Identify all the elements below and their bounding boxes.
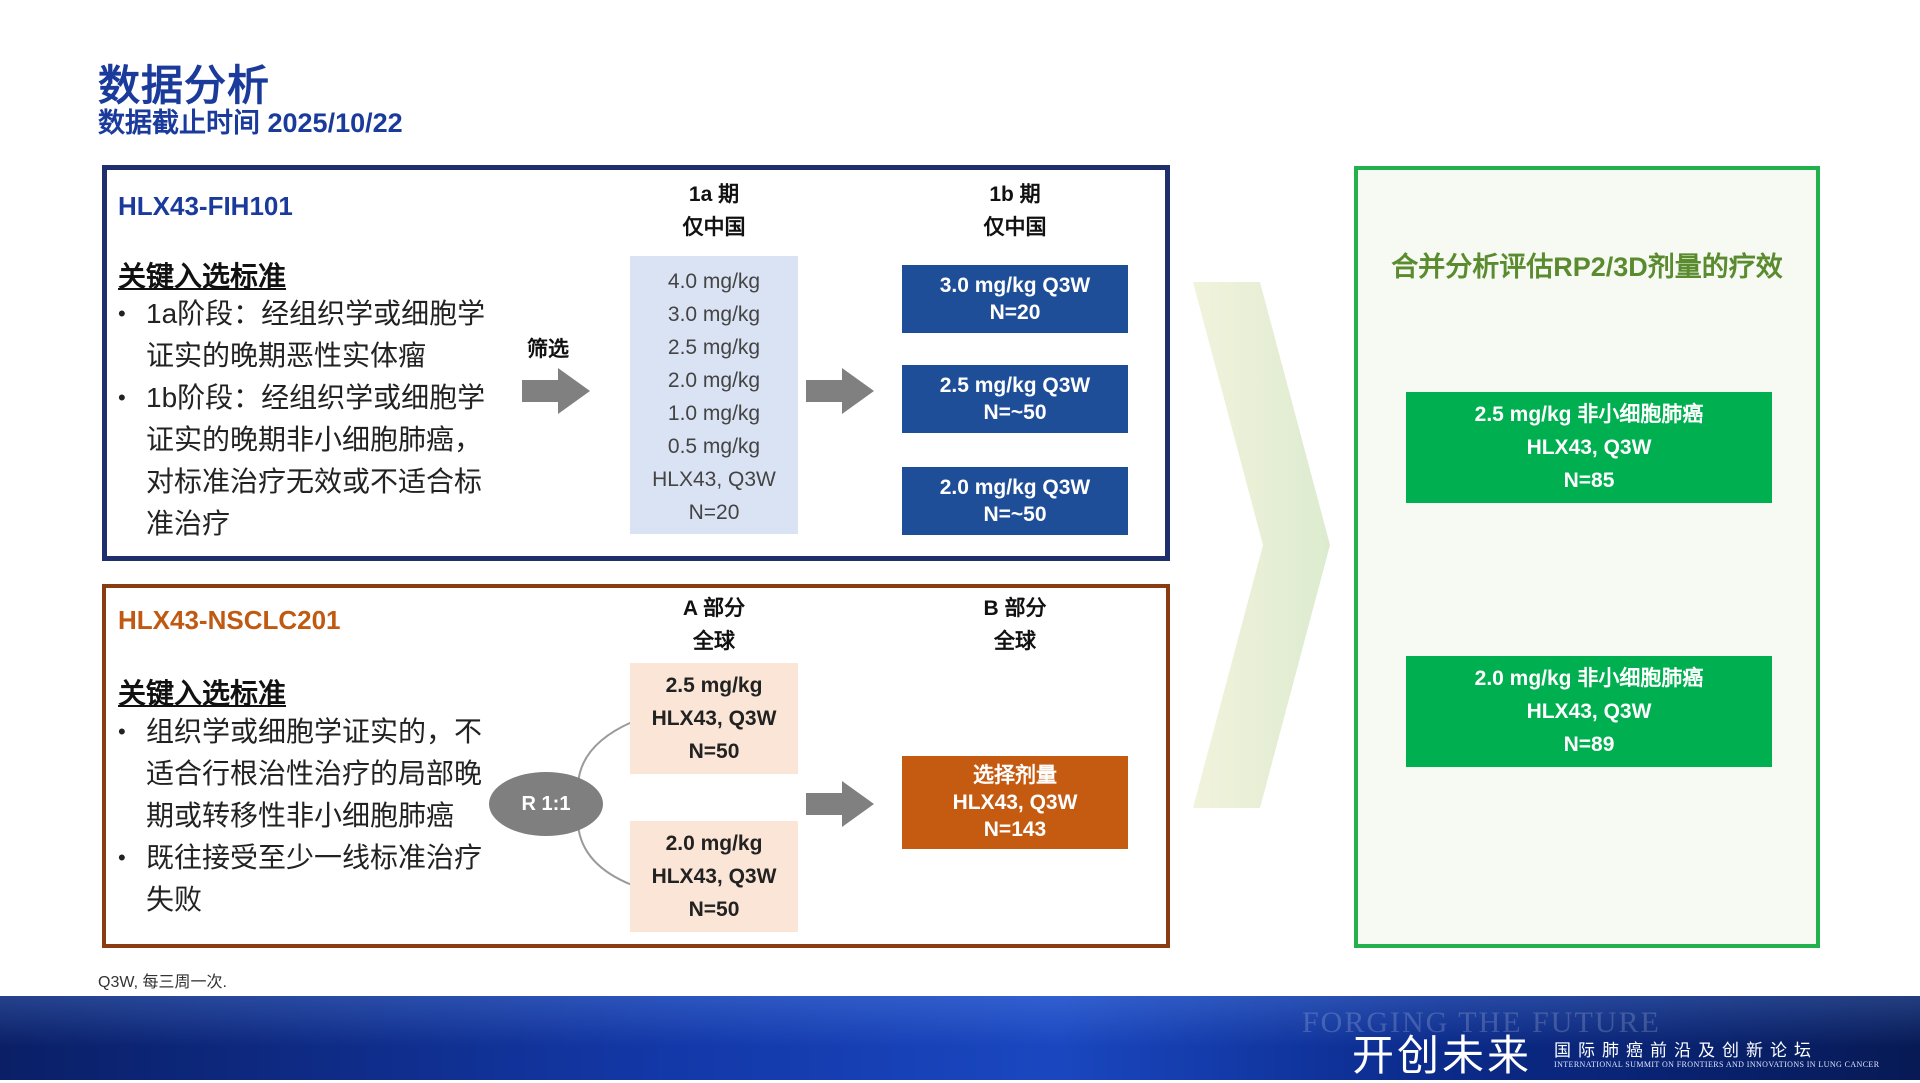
study-fih101-name: HLX43-FIH101 — [118, 191, 293, 221]
screening-arrow-icon — [522, 368, 590, 414]
part-a-arm-card: 2.0 mg/kg HLX43, Q3W N=50 — [630, 821, 798, 932]
footer-banner — [0, 996, 1920, 1080]
arm-dose: 2.5 mg/kg — [665, 674, 763, 697]
study-nsclc201-name: HLX43-NSCLC201 — [118, 605, 341, 635]
page-title: 数据分析 — [98, 62, 271, 109]
escalation-to-expansion-arrow-icon — [806, 368, 874, 414]
dose-escalation-stack: 4.0 mg/kg 3.0 mg/kg 2.5 mg/kg 2.0 mg/kg … — [630, 256, 798, 534]
pooled-cohort-n: N=85 — [1563, 469, 1615, 492]
cohort-n: N=20 — [989, 301, 1041, 324]
data-cutoff-subtitle: 数据截止时间 2025/10/22 — [98, 108, 403, 138]
banner-ghost-text: FORGING THE FUTURE — [1302, 1006, 1661, 1039]
pooled-cohort-card: 2.5 mg/kg 非小细胞肺癌 HLX43, Q3W N=85 — [1406, 392, 1772, 503]
screening-label: 筛选 — [527, 338, 569, 361]
banner-en-subtitle: INTERNATIONAL SUMMIT ON FRONTIERS AND IN… — [1554, 1060, 1880, 1069]
arm-n: N=50 — [688, 740, 740, 763]
pooled-analysis-title: 合并分析评估RP2/3D剂量的疗效 — [1391, 252, 1783, 282]
selected-dose-drug: HLX43, Q3W — [952, 791, 1078, 814]
part-b-region: 全球 — [994, 630, 1036, 653]
banner-cn-subtitle: 国际肺癌前沿及创新论坛 — [1554, 1041, 1818, 1060]
fih101-criterion: 1a阶段：经组织学或细胞学证实的晚期恶性实体瘤 — [118, 293, 494, 377]
part-a-region: 全球 — [693, 630, 735, 653]
pooled-cohort-n: N=89 — [1563, 733, 1615, 756]
dose-regimen: HLX43, Q3W — [652, 468, 776, 491]
dose-level: 1.0 mg/kg — [667, 402, 761, 425]
part-a-to-b-arrow-icon — [806, 781, 874, 827]
footnote: Q3W, 每三周一次. — [98, 974, 227, 991]
nsclc201-criterion: 组织学或细胞学证实的，不适合行根治性治疗的局部晚期或转移性非小细胞肺癌 — [118, 711, 494, 837]
cohort-n: N=~50 — [983, 503, 1047, 526]
pooled-cohort-dose: 2.0 mg/kg 非小细胞肺癌 — [1474, 667, 1704, 690]
pooled-cohort-drug: HLX43, Q3W — [1526, 436, 1652, 459]
dose-level: 3.0 mg/kg — [667, 303, 761, 326]
part-a-heading: A 部分 全球 — [630, 592, 798, 658]
selected-dose-n: N=143 — [983, 818, 1047, 841]
arm-n: N=50 — [688, 898, 740, 921]
pooling-chevron-icon — [1193, 282, 1330, 808]
nsclc201-criteria-list: 组织学或细胞学证实的，不适合行根治性治疗的局部晚期或转移性非小细胞肺癌 既往接受… — [118, 711, 494, 921]
cohort-dose: 2.0 mg/kg Q3W — [939, 476, 1091, 499]
expansion-cohort-card: 2.5 mg/kg Q3W N=~50 — [902, 365, 1128, 433]
part-b-heading: B 部分 全球 — [902, 592, 1128, 658]
nsclc201-criteria-heading: 关键入选标准 — [118, 678, 287, 709]
fih101-criteria-heading: 关键入选标准 — [118, 261, 287, 292]
part-b-label: B 部分 — [983, 597, 1047, 620]
arm-drug: HLX43, Q3W — [651, 707, 777, 730]
dose-level: 4.0 mg/kg — [667, 270, 761, 293]
phase-1a-heading: 1a 期 仅中国 — [630, 178, 798, 244]
dose-sample-size: N=20 — [688, 501, 740, 524]
phase-1a-label: 1a 期 — [688, 183, 740, 206]
cohort-dose: 3.0 mg/kg Q3W — [939, 274, 1091, 297]
expansion-cohort-card: 2.0 mg/kg Q3W N=~50 — [902, 467, 1128, 535]
part-a-label: A 部分 — [682, 597, 746, 620]
pooled-analysis-panel — [1354, 166, 1820, 948]
phase-1b-label: 1b 期 — [989, 183, 1041, 206]
randomization-oval: R 1:1 — [489, 772, 603, 836]
arm-drug: HLX43, Q3W — [651, 865, 777, 888]
dose-level: 2.5 mg/kg — [667, 336, 761, 359]
expansion-cohort-card: 3.0 mg/kg Q3W N=20 — [902, 265, 1128, 333]
fih101-criteria-list: 1a阶段：经组织学或细胞学证实的晚期恶性实体瘤 1b阶段：经组织学或细胞学证实的… — [118, 293, 494, 545]
selected-dose-label: 选择剂量 — [973, 764, 1057, 787]
cohort-n: N=~50 — [983, 401, 1047, 424]
phase-1b-region: 仅中国 — [983, 216, 1047, 239]
pooled-cohort-dose: 2.5 mg/kg 非小细胞肺癌 — [1474, 403, 1704, 426]
nsclc201-criterion: 既往接受至少一线标准治疗失败 — [118, 837, 494, 921]
dose-level: 2.0 mg/kg — [667, 369, 761, 392]
banner-main-text: 开创未来 — [1352, 1031, 1533, 1080]
fih101-criterion: 1b阶段：经组织学或细胞学证实的晚期非小细胞肺癌，对标准治疗无效或不适合标准治疗 — [118, 377, 494, 545]
pooled-cohort-card: 2.0 mg/kg 非小细胞肺癌 HLX43, Q3W N=89 — [1406, 656, 1772, 767]
phase-1b-heading: 1b 期 仅中国 — [902, 178, 1128, 244]
footer-banner-shine — [0, 996, 1920, 1080]
cohort-dose: 2.5 mg/kg Q3W — [939, 374, 1091, 397]
dose-level: 0.5 mg/kg — [667, 435, 761, 458]
pooled-cohort-drug: HLX43, Q3W — [1526, 700, 1652, 723]
phase-1a-region: 仅中国 — [682, 216, 746, 239]
part-a-arm-card: 2.5 mg/kg HLX43, Q3W N=50 — [630, 663, 798, 774]
selected-dose-card: 选择剂量 HLX43, Q3W N=143 — [902, 756, 1128, 849]
arm-dose: 2.0 mg/kg — [665, 832, 763, 855]
